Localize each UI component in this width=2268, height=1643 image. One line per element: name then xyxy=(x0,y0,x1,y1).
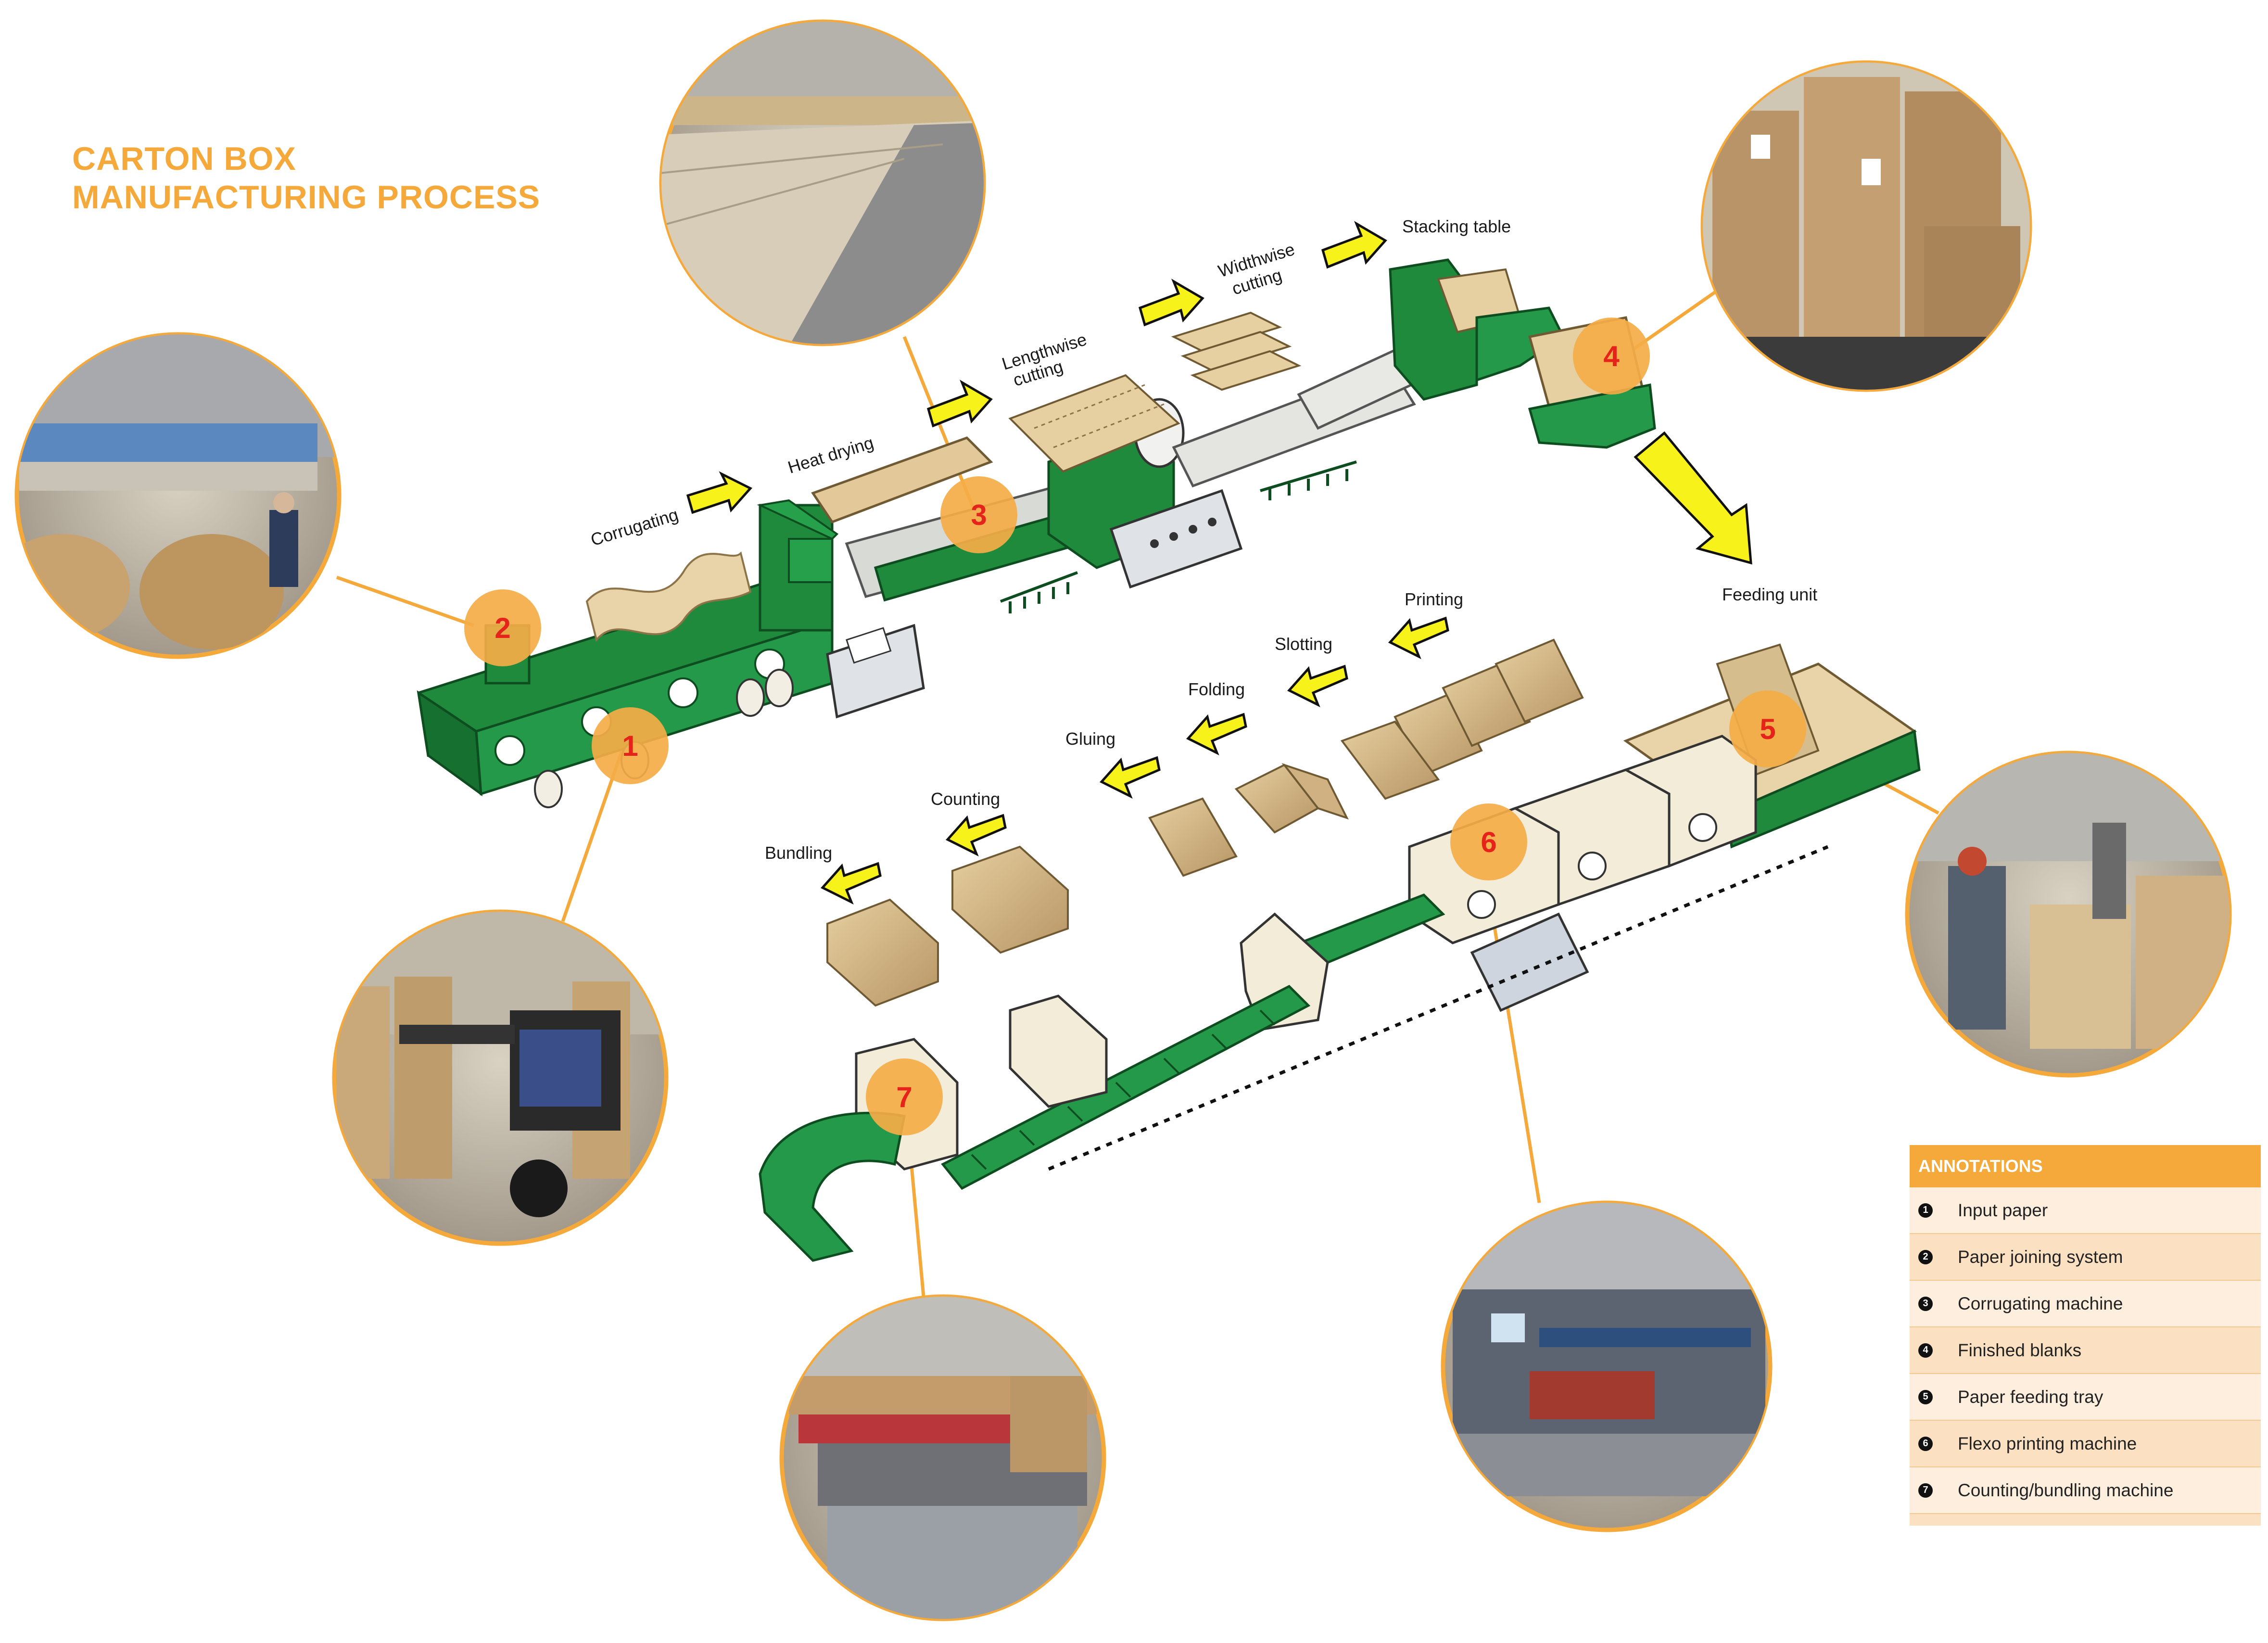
corrugator-line xyxy=(417,258,1656,808)
marker-4: 4 xyxy=(1573,318,1650,395)
legend-label: Paper joining system xyxy=(1958,1247,2123,1267)
legend-item: 7 Counting/bundling machine xyxy=(1910,1467,2261,1514)
label-feeding-unit: Feeding unit xyxy=(1722,585,1818,604)
legend-label: Counting/bundling machine xyxy=(1958,1480,2174,1500)
label-gluing: Gluing xyxy=(1065,729,1116,749)
legend-item: 3 Corrugating machine xyxy=(1910,1281,2261,1327)
carton-blanks xyxy=(826,638,1584,1007)
label-folding: Folding xyxy=(1188,679,1245,699)
label-stacking-table: Stacking table xyxy=(1402,217,1511,236)
legend-item: 2 Paper joining system xyxy=(1910,1234,2261,1281)
photo-counting-bundling-machine xyxy=(779,1294,1106,1621)
label-slotting: Slotting xyxy=(1275,634,1333,654)
photo-input-paper xyxy=(332,909,669,1246)
title-line-2: MANUFACTURING PROCESS xyxy=(72,179,541,216)
label-bundling: Bundling xyxy=(765,843,833,863)
legend-number: 7 xyxy=(1918,1483,1933,1498)
photo-paper-joining xyxy=(14,332,342,659)
marker-7: 7 xyxy=(866,1058,943,1135)
marker-3: 3 xyxy=(940,476,1017,553)
photo-finished-blanks xyxy=(1700,60,2032,392)
legend-number: 3 xyxy=(1918,1296,1933,1311)
page-title: CARTON BOX MANUFACTURING PROCESS xyxy=(72,140,540,217)
photo-corrugating-machine xyxy=(659,19,986,346)
marker-6: 6 xyxy=(1450,803,1527,880)
legend-label: Input paper xyxy=(1958,1200,2048,1220)
legend-label: Finished blanks xyxy=(1958,1340,2082,1360)
label-counting: Counting xyxy=(931,789,1001,809)
marker-5: 5 xyxy=(1729,690,1806,767)
legend-number: 1 xyxy=(1918,1203,1933,1218)
legend-item: 6 Flexo printing machine xyxy=(1910,1421,2261,1467)
legend-label: Corrugating machine xyxy=(1958,1293,2123,1313)
marker-2: 2 xyxy=(464,589,541,666)
legend-footer xyxy=(1910,1514,2261,1526)
title-line-1: CARTON BOX xyxy=(72,140,296,177)
legend-item: 5 Paper feeding tray xyxy=(1910,1374,2261,1421)
annotations-legend: ANNOTATIONS 1 Input paper 2 Paper joining … xyxy=(1910,1145,2261,1526)
legend-number: 4 xyxy=(1918,1343,1933,1358)
label-printing: Printing xyxy=(1405,589,1464,609)
legend-number: 6 xyxy=(1918,1436,1933,1451)
legend-item: 4 Finished blanks xyxy=(1910,1327,2261,1374)
legend-number: 2 xyxy=(1918,1249,1933,1264)
photo-flexo-printing-machine xyxy=(1441,1200,1773,1532)
legend-number: 5 xyxy=(1918,1389,1933,1404)
marker-1: 1 xyxy=(592,707,669,784)
legend-item: 1 Input paper xyxy=(1910,1187,2261,1234)
legend-label: Flexo printing machine xyxy=(1958,1433,2137,1453)
flow-arrows xyxy=(686,221,1752,905)
photo-paper-feeding-tray xyxy=(1905,751,2232,1078)
legend-header: ANNOTATIONS xyxy=(1910,1145,2261,1187)
legend-label: Paper feeding tray xyxy=(1958,1387,2103,1407)
